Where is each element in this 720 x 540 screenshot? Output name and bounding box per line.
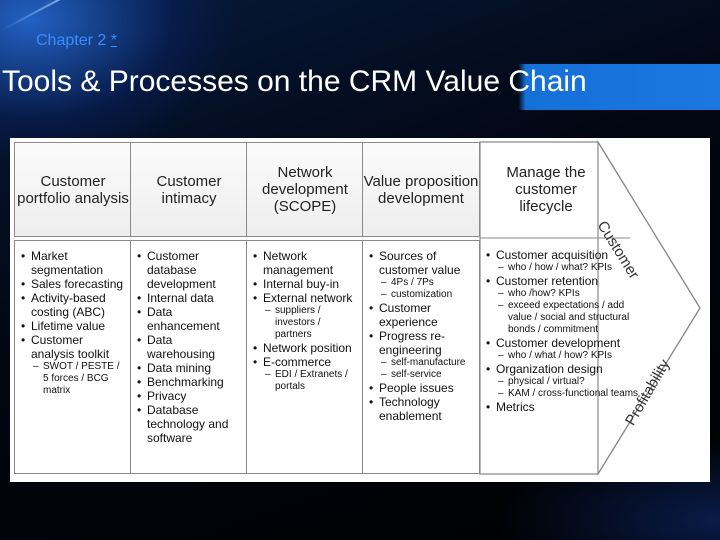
- column-heading: Value proposition development: [362, 142, 480, 237]
- sub-bullet-item: KAM / cross-functional teams: [486, 388, 646, 400]
- slide-title: Tools & Processes on the CRM Value Chain: [2, 65, 587, 98]
- sub-bullet-item: self-manufacture: [369, 357, 475, 369]
- sub-bullet-item: 4Ps / 7Ps: [369, 277, 475, 289]
- bullet-item: Data enhancement: [137, 305, 243, 333]
- sub-bullet-item: who / how / what? KPIs: [486, 262, 646, 274]
- column-heading: Customer intimacy: [130, 142, 248, 237]
- bullet-item: Database technology and software: [137, 403, 243, 445]
- column-body: Market segmentationSales forecastingActi…: [14, 240, 132, 474]
- sub-bullet-item: EDI / Extranets / portals: [253, 369, 359, 393]
- sub-bullet-item: who / what / how? KPIs: [486, 350, 646, 362]
- bullet-item: Network position: [253, 341, 359, 355]
- value-chain-diagram: Customer portfolio analysis Customer int…: [10, 138, 710, 482]
- bullet-item: Technology enablement: [369, 395, 475, 423]
- bullet-item: Customer retention: [486, 274, 646, 288]
- column-heading: Customer portfolio analysis: [14, 142, 132, 237]
- sub-bullet-item: physical / virtual?: [486, 376, 646, 388]
- bullet-item: Internal data: [137, 291, 243, 305]
- bullet-item: Activity-based costing (ABC): [21, 291, 127, 319]
- column-body: Customer acquisitionwho / how / what? KP…: [480, 240, 650, 474]
- column-heading: Network development (SCOPE): [246, 142, 364, 237]
- sub-bullet-item: self-service: [369, 369, 475, 381]
- bullet-item: Network management: [253, 249, 359, 277]
- column-body: Network managementInternal buy-inExterna…: [246, 240, 364, 474]
- sub-bullet-item: suppliers / investors / partners: [253, 305, 359, 341]
- column-heading: Manage the customer lifecycle: [506, 164, 586, 215]
- bullet-item: Sources of customer value: [369, 249, 475, 277]
- bullet-item: Sales forecasting: [21, 277, 127, 291]
- sub-bullet-item: who /how? KPIs: [486, 288, 646, 300]
- bullet-item: People issues: [369, 381, 475, 395]
- bullet-item: Customer experience: [369, 301, 475, 329]
- bullet-item: Privacy: [137, 389, 243, 403]
- title-highlight-bar: [0, 64, 720, 110]
- chapter-label: Chapter 2 *: [36, 32, 117, 50]
- bullet-item: Metrics: [486, 400, 646, 414]
- bullet-item: Customer database development: [137, 249, 243, 291]
- chapter-link[interactable]: *: [110, 32, 117, 49]
- bullet-item: External network: [253, 291, 359, 305]
- bullet-item: E-commerce: [253, 355, 359, 369]
- sub-bullet-item: exceed expectations / add value / social…: [486, 300, 646, 336]
- column-body: Customer database developmentInternal da…: [130, 240, 248, 474]
- bullet-item: Customer acquisition: [486, 248, 646, 262]
- sub-bullet-item: SWOT / PESTE / 5 forces / BCG matrix: [21, 361, 127, 397]
- bullet-item: Benchmarking: [137, 375, 243, 389]
- bullet-item: Organization design: [486, 362, 646, 376]
- column-body: Sources of customer value4Ps / 7Pscustom…: [362, 240, 480, 474]
- bullet-item: Market segmentation: [21, 249, 127, 277]
- bullet-item: Customer development: [486, 336, 646, 350]
- bullet-item: Customer analysis toolkit: [21, 333, 127, 361]
- bullet-item: Lifetime value: [21, 319, 127, 333]
- bullet-item: Data mining: [137, 361, 243, 375]
- chapter-text: Chapter 2: [36, 32, 107, 49]
- bullet-item: Internal buy-in: [253, 277, 359, 291]
- sub-bullet-item: customization: [369, 289, 475, 301]
- bullet-item: Data warehousing: [137, 333, 243, 361]
- bullet-item: Progress re-engineering: [369, 329, 475, 357]
